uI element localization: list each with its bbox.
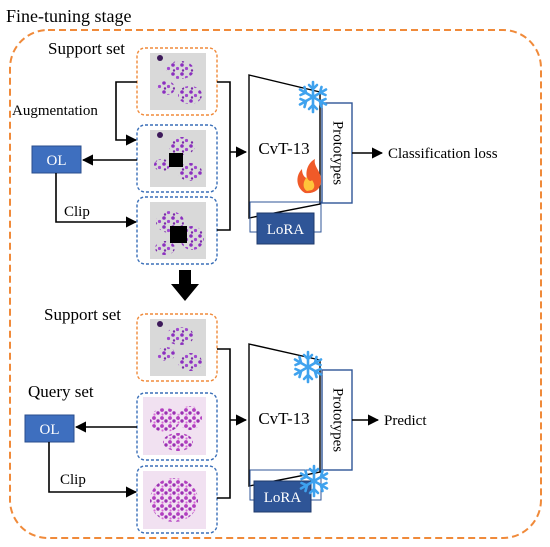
stage2-support-frame	[136, 313, 218, 382]
stage2-clipped-image	[143, 471, 206, 529]
stage1-clipped-image	[150, 202, 206, 259]
stage1-augmented-frame	[136, 124, 218, 193]
stage2-prototypes-label: Prototypes	[330, 388, 346, 452]
stage2-support-set-label: Support set	[44, 305, 121, 324]
diagram-title: Fine-tuning stage	[6, 6, 131, 26]
stage2-clip-label: Clip	[60, 472, 86, 488]
flame-icon	[297, 159, 322, 194]
stage2-output-label: Predict	[384, 413, 427, 429]
stage2-support-image	[150, 319, 206, 376]
stage2-clip-arrow	[48, 442, 138, 498]
stage1-augmentation-label: Augmentation	[12, 103, 98, 119]
stage1-support-image	[150, 53, 206, 110]
stage2-cvt-label: CvT-13	[258, 409, 309, 428]
stage1-clip-arrow	[55, 173, 138, 228]
stage2-query-set-label: Query set	[28, 382, 94, 401]
stage2-ol-label: OL	[40, 422, 60, 438]
occlusion-patch-clip	[170, 226, 187, 243]
stage2-input-bracket	[217, 348, 246, 499]
stage1-output-label: Classification loss	[388, 146, 498, 162]
stage1-support-set-label: Support set	[48, 39, 125, 58]
stage2-lora-box	[253, 480, 312, 513]
outer-dashed-border	[9, 29, 542, 539]
stage1-augmented-image	[150, 130, 206, 187]
down-arrow-icon	[171, 270, 199, 301]
augmentation-arrow	[115, 81, 138, 146]
stage2-clip-frame	[136, 465, 218, 534]
stage1-lora-label: LoRA	[267, 222, 305, 238]
stage2-lora-label: LoRA	[264, 490, 302, 506]
stage1-input-bracket	[217, 81, 246, 231]
stage1-ol-label: OL	[47, 153, 67, 169]
stage2-ol-box	[24, 414, 75, 443]
stage2-cvt-trapezoid	[248, 343, 321, 487]
stage1-prototypes-box	[321, 102, 353, 204]
stage1-lora-box	[256, 212, 315, 245]
stage1-cvt-label: CvT-13	[258, 139, 309, 158]
stage2-prototypes-box	[321, 369, 353, 471]
stage1-clip-label: Clip	[64, 204, 90, 220]
stage2-query-image	[143, 397, 206, 455]
stage1-prototypes-label: Prototypes	[330, 121, 346, 185]
occlusion-patch	[169, 153, 183, 167]
